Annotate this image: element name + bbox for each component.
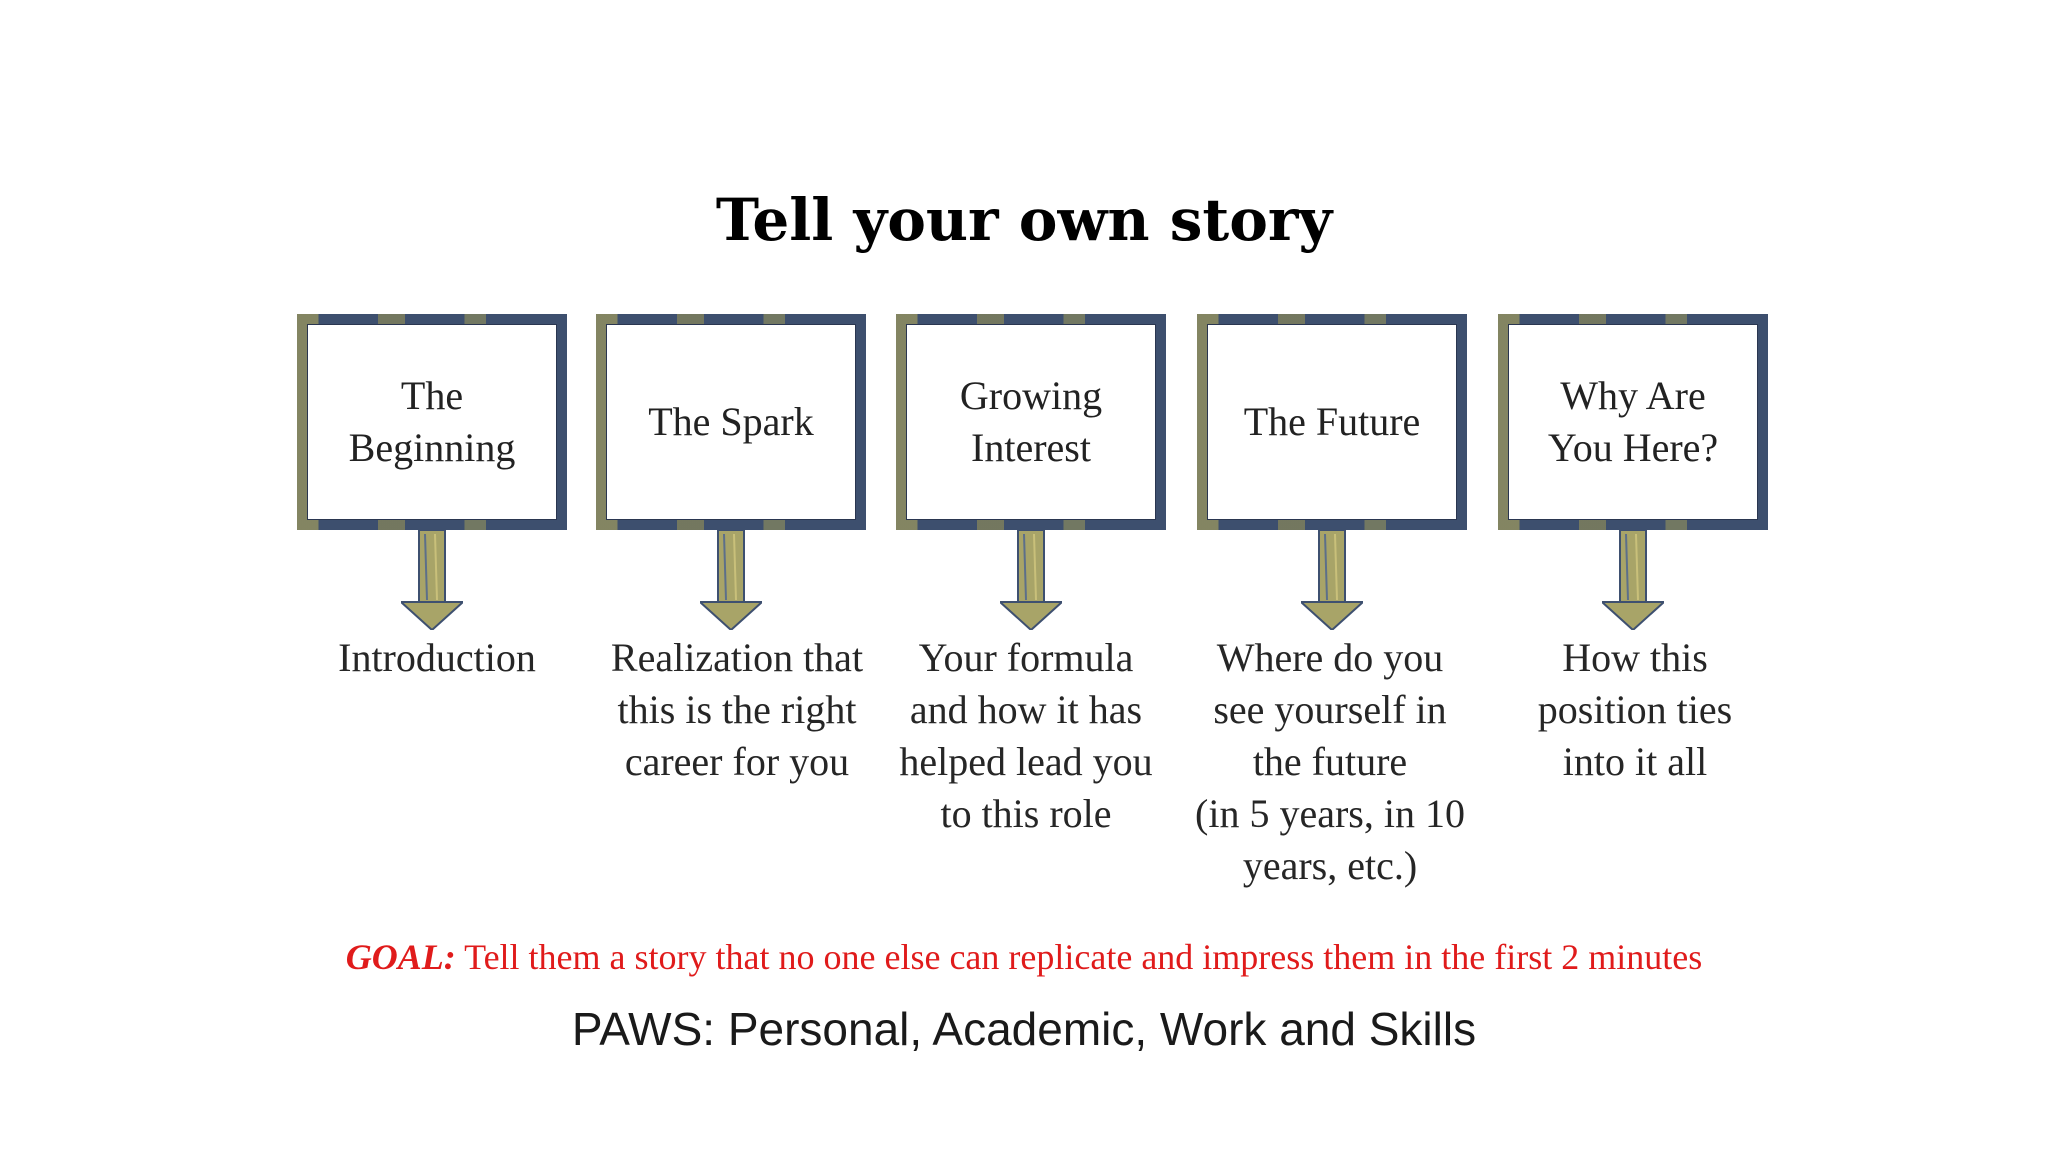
stage-label: Growing Interest (959, 373, 1103, 470)
stage-description: Your formula and how it has helped lead … (899, 635, 1153, 836)
down-arrow-icon (1301, 530, 1363, 630)
stage-label: The Spark (648, 399, 814, 444)
stage-spark: The Spark (596, 314, 866, 630)
stage-label: The Beginning (348, 373, 516, 470)
stage-box: Growing Interest (896, 314, 1166, 530)
down-arrow-icon (1000, 530, 1062, 630)
down-arrow-icon (401, 530, 463, 630)
stage-box: The Spark (596, 314, 866, 530)
stage-beginning: The Beginning (297, 314, 567, 630)
goal-statement: GOAL: Tell them a story that no one else… (0, 936, 2048, 978)
stage-label: Why Are You Here? (1547, 373, 1719, 470)
goal-lead: GOAL: (345, 937, 456, 977)
stage-box: The Future (1197, 314, 1467, 530)
down-arrow-icon (1602, 530, 1664, 630)
stage-description: Introduction (338, 635, 536, 680)
down-arrow-icon (700, 530, 762, 630)
stage-why-here: Why Are You Here? (1498, 314, 1768, 630)
stage-box: Why Are You Here? (1498, 314, 1768, 530)
stage-label: The Future (1243, 399, 1421, 444)
stage-description: Realization that this is the right caree… (610, 635, 864, 784)
stage-description: Where do you see yourself in the future … (1195, 635, 1465, 888)
stage-future: The Future (1197, 314, 1467, 630)
stage-box: The Beginning (297, 314, 567, 530)
slide-title: Tell your own story (715, 186, 1333, 254)
goal-text: Tell them a story that no one else can r… (455, 937, 1703, 977)
paws-line: PAWS: Personal, Academic, Work and Skill… (571, 1003, 1477, 1055)
stage-growing-interest: Growing Interest (896, 314, 1166, 630)
stage-description: How this position ties into it all (1537, 635, 1733, 784)
